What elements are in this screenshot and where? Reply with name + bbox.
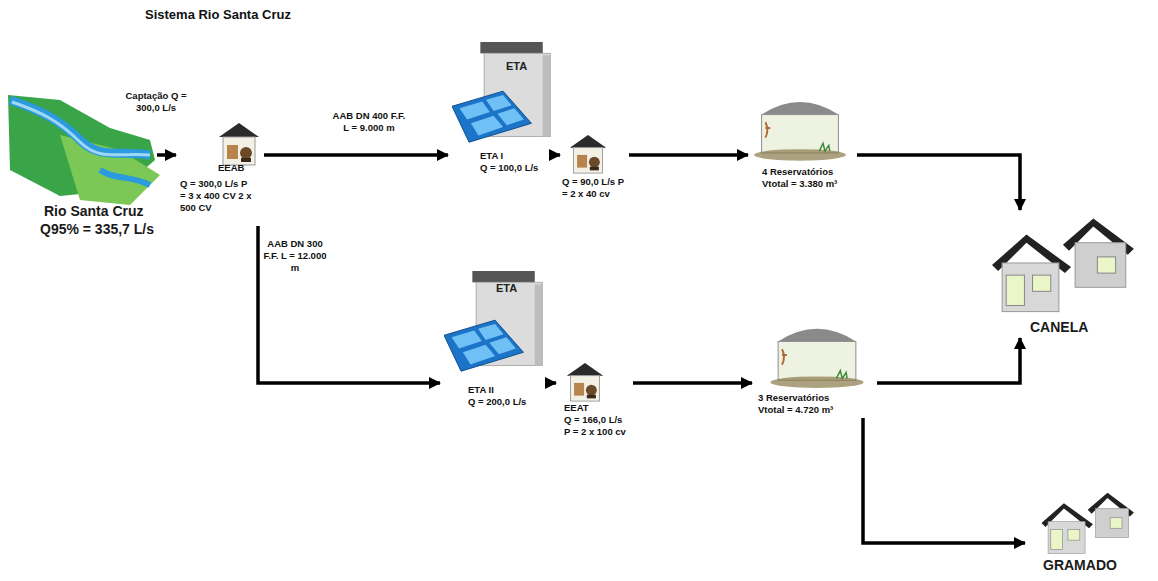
node-text: ETA I	[480, 150, 503, 162]
pump-station-icon	[567, 363, 603, 401]
city-icon	[1042, 493, 1134, 554]
reservoir-group: 3 Reservatórios Vtotal = 4.720 m³	[752, 320, 877, 418]
treatment-plant: ETA ETA IIQ = 200,0 L/s	[440, 264, 552, 412]
river-node: Rio Santa CruzQ95% = 335,7 L/s	[4, 112, 157, 244]
node-text: GRAMADO	[1043, 556, 1117, 574]
pump-station: EEAB Q = 300,0 L/s P = 3 x 400 CV 2 x 500…	[176, 118, 264, 226]
node-text: Q = 200,0 L/s	[468, 396, 526, 408]
node-text: ETA	[506, 60, 527, 72]
node-text: Q = 100,0 L/s	[480, 162, 538, 174]
pump-station: EEATQ = 166,0 L/s P = 2 x 100 cv	[556, 362, 633, 444]
node-text: Q = 90,0 L/s P = 2 x 40 cv	[562, 176, 626, 200]
edge-label: AAB DN 400 F.F. L = 9.000 m	[330, 110, 408, 134]
reservoir-icon	[754, 102, 846, 161]
node-text: 3 Reservatórios Vtotal = 4.720 m³	[758, 392, 854, 416]
pipeline-connector	[157, 153, 176, 157]
node-text: Q95% = 335,7 L/s	[40, 220, 154, 238]
reservoir-group: 4 Reservatórios Vtotal = 3.380 m³	[748, 92, 857, 198]
node-text: Q = 166,0 L/s P = 2 x 100 cv	[564, 414, 630, 438]
treatment-plant-icon	[444, 271, 542, 371]
pipeline-connector	[863, 418, 1025, 543]
node-text: Q = 300,0 L/s P = 3 x 400 CV 2 x 500 CV	[180, 178, 254, 214]
node-text: 4 Reservatórios Vtotal = 3.380 m³	[762, 166, 854, 190]
pipeline-connector	[552, 381, 556, 385]
city: GRAMADO	[1025, 488, 1153, 576]
node-text: EEAB	[218, 162, 244, 174]
pipeline-connector	[633, 381, 752, 385]
pipeline-connector	[258, 226, 440, 383]
edge-label: AAB DN 300 F.F. L = 12.000 m	[262, 238, 328, 274]
node-text: ETA	[496, 282, 517, 294]
treatment-plant-icon	[452, 42, 550, 142]
node-text: Rio Santa Cruz	[44, 202, 144, 220]
pipeline-connector	[857, 155, 1020, 210]
node-text: EEAT	[564, 402, 589, 414]
city: CANELA	[990, 210, 1150, 338]
diagram-title: Sistema Rio Santa Cruz	[145, 7, 291, 22]
pipeline-connector	[264, 153, 448, 157]
edge-label: Captação Q = 300,0 L/s	[118, 90, 194, 114]
city-icon	[992, 218, 1134, 311]
pump-station: Q = 90,0 L/s P = 2 x 40 cv	[560, 132, 629, 204]
pump-station-icon	[570, 135, 606, 173]
pipeline-connector	[877, 338, 1020, 383]
pipeline-connector	[629, 153, 748, 157]
node-text: ETA II	[468, 384, 494, 396]
reservoir-icon	[770, 329, 863, 388]
treatment-plant: ETA ETA IQ = 100,0 L/s	[448, 40, 556, 180]
node-text: CANELA	[1030, 318, 1088, 336]
pipeline-connector	[556, 153, 560, 157]
pump-station-icon	[219, 123, 259, 165]
